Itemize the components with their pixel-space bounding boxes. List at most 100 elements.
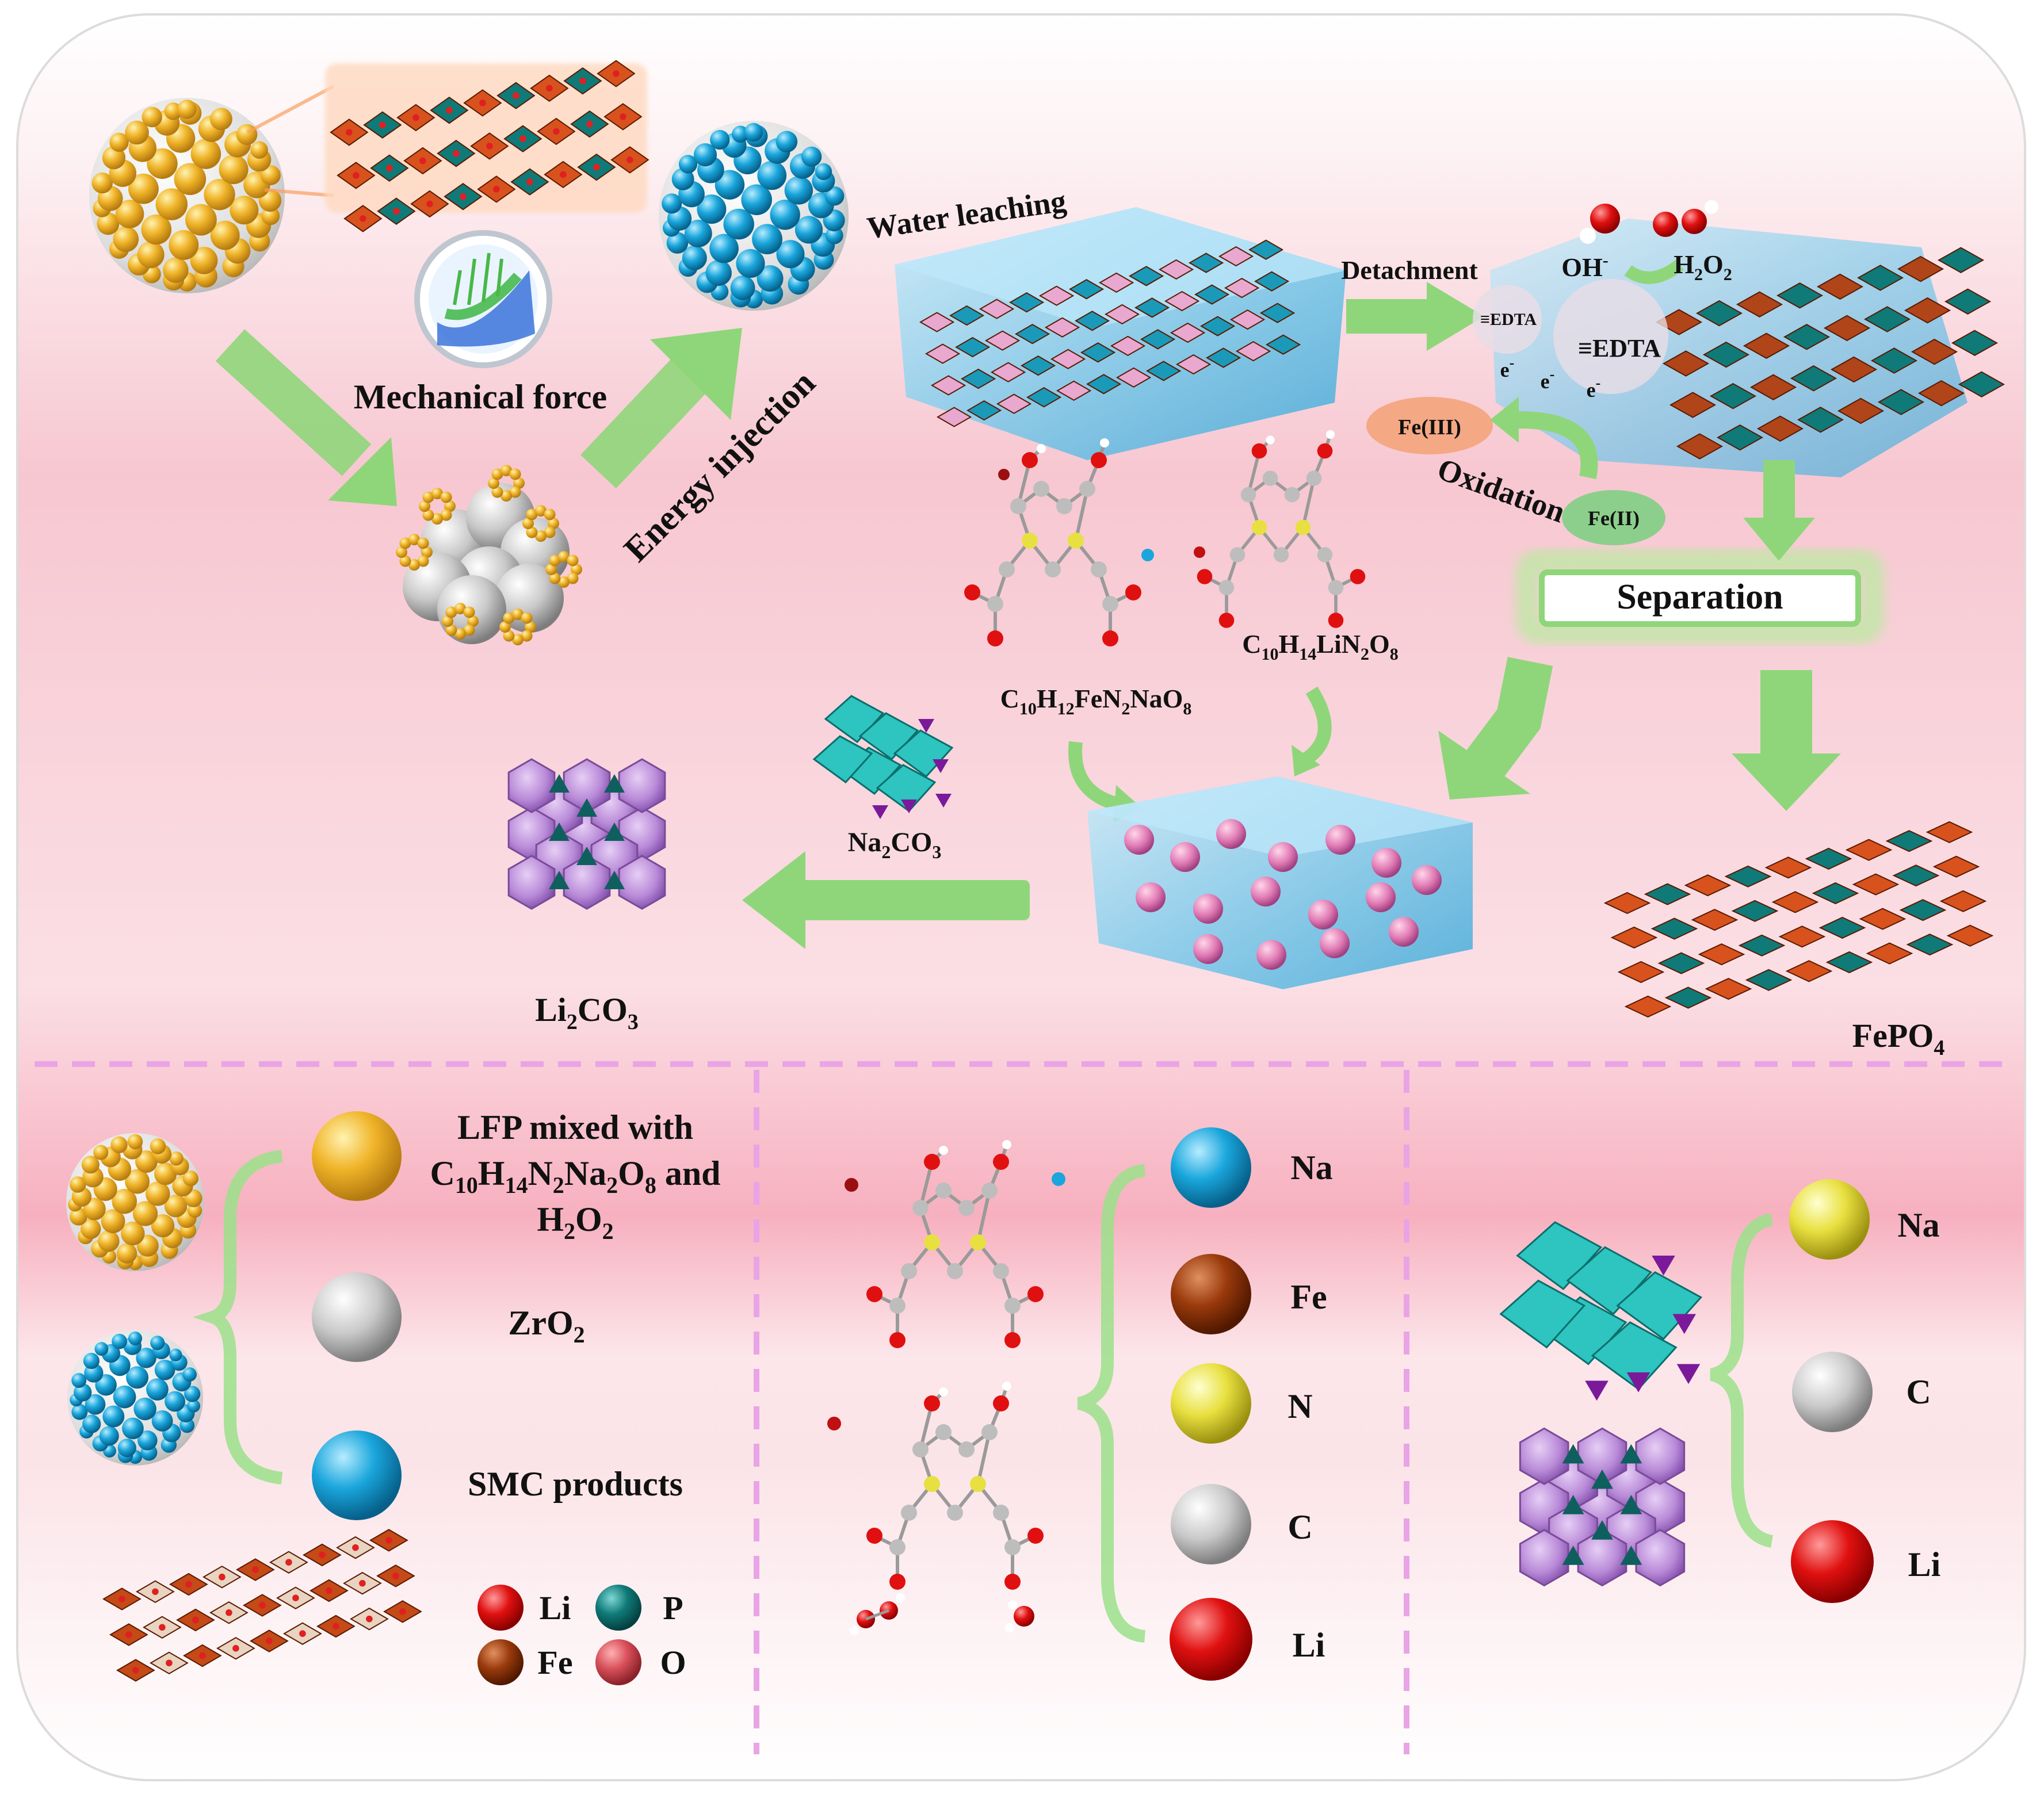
atom	[924, 1395, 940, 1411]
surface-particle	[132, 1201, 158, 1226]
detached-polyhedron	[1816, 273, 1864, 300]
fepo4-polyhedron	[1610, 926, 1658, 949]
atom	[326, 1587, 333, 1594]
legend-free-na	[1052, 1172, 1065, 1186]
atom	[386, 165, 393, 172]
atom	[970, 1234, 986, 1250]
carbonate-unit	[1562, 1545, 1584, 1565]
arrow-detachment-head	[1427, 282, 1484, 351]
surface-particle	[757, 160, 787, 190]
carbonate-unit	[604, 871, 625, 889]
detached-polyhedron	[1655, 309, 1703, 335]
detached-polyhedron	[1736, 291, 1783, 317]
atom	[166, 1659, 173, 1667]
atom	[866, 1528, 882, 1544]
atom	[266, 1638, 273, 1644]
arrow-curve-fe-formula	[1068, 741, 1124, 812]
atom	[392, 1573, 399, 1579]
electron-label-2: e-	[1541, 366, 1555, 393]
atom	[1273, 547, 1289, 563]
legend-edta-molecule-2	[866, 1382, 1044, 1590]
detached-polyhedron	[1743, 332, 1790, 359]
fe3-label: Fe(III)	[1398, 415, 1461, 439]
fepo4-polyhedron	[1644, 883, 1691, 905]
lfp-grain	[567, 572, 579, 584]
fepo4-polyhedron	[1684, 874, 1732, 897]
leached-polyhedron	[1074, 311, 1110, 331]
carbonate-unit	[604, 823, 625, 841]
detached-polyhedron	[1749, 374, 1797, 400]
lfp-grain	[396, 546, 407, 558]
lfp-grain	[422, 509, 434, 521]
legend-mid-li-sphere	[1170, 1598, 1252, 1681]
detached-polyhedron	[1790, 365, 1837, 392]
surface-particle	[71, 1373, 87, 1388]
fepo4-polyhedron	[1738, 934, 1786, 957]
fe2-label: Fe(II)	[1588, 507, 1640, 530]
water-leaching-block	[895, 207, 1346, 460]
lfp-grain	[491, 468, 503, 480]
legend-lfp-line3: H2O2	[537, 1200, 613, 1244]
atom	[1295, 519, 1311, 535]
leached-polyhedron	[1068, 279, 1105, 300]
atom	[119, 1596, 125, 1602]
surface-particle	[136, 1348, 156, 1368]
legend-li-label: Li	[540, 1589, 571, 1627]
legend-right-c-sphere	[1792, 1352, 1873, 1432]
leached-polyhedron	[1098, 272, 1134, 293]
li-ion	[1308, 900, 1338, 929]
electron-label-1: e-	[1500, 354, 1515, 381]
li-ion	[1170, 842, 1200, 872]
fepo4-polyhedron	[1845, 839, 1893, 861]
lfp-grain	[544, 526, 556, 538]
legend-lfp-line2: C10H14N2Na2O8 and	[430, 1154, 720, 1198]
surface-particle	[190, 247, 218, 274]
atom	[1229, 547, 1245, 563]
lfp-grain	[503, 612, 515, 624]
li2co3-polyhedron	[1577, 1529, 1627, 1587]
carbonate-unit	[872, 805, 888, 819]
atom	[393, 208, 400, 215]
surface-particle	[125, 120, 149, 145]
atom	[353, 172, 360, 179]
fepo4-polyhedron	[1932, 855, 1980, 878]
detached-polyhedron	[1676, 433, 1724, 460]
legend-lfp-line1: LFP mixed with	[457, 1108, 693, 1146]
atom	[226, 1609, 232, 1616]
detached-polyhedron	[1877, 389, 1925, 415]
lfp-grain	[549, 554, 561, 567]
surface-particle	[770, 200, 800, 230]
surface-particle	[116, 1243, 137, 1264]
atom	[993, 1154, 1009, 1170]
surface-particle	[824, 186, 845, 206]
atom	[359, 1579, 366, 1587]
li-ion	[1251, 877, 1281, 906]
surface-particle	[81, 1218, 101, 1240]
fepo4-polyhedron	[1657, 952, 1705, 974]
arrow-energy-injection	[580, 351, 714, 489]
atom	[285, 1559, 292, 1566]
atom	[560, 171, 567, 178]
legend-mid-na-sphere	[1171, 1127, 1251, 1208]
li2co3-polyhedron	[618, 855, 666, 910]
lfp-grain	[431, 513, 443, 525]
fepo4-polyhedron	[1731, 900, 1779, 922]
surface-particle	[671, 168, 694, 190]
li-ion	[1268, 842, 1298, 872]
arrow-to-separation-head	[1743, 518, 1815, 561]
atom	[493, 186, 500, 193]
lfp-grain	[521, 612, 533, 624]
atom	[970, 1476, 986, 1492]
detached-polyhedron	[1716, 424, 1764, 451]
surface-particle	[662, 193, 682, 214]
atom	[486, 143, 493, 150]
na2co3-polyhedron	[1566, 1246, 1653, 1315]
fepo4-polyhedron	[1866, 942, 1913, 965]
edta-small-label: ≡EDTA	[1480, 310, 1537, 329]
atom	[993, 1263, 1009, 1279]
detachment-particle	[1473, 219, 2005, 477]
legend-fe-sphere	[477, 1639, 524, 1685]
surface-particle	[826, 226, 843, 244]
atom	[981, 1424, 998, 1440]
legend-yellow-sphere	[312, 1111, 402, 1201]
